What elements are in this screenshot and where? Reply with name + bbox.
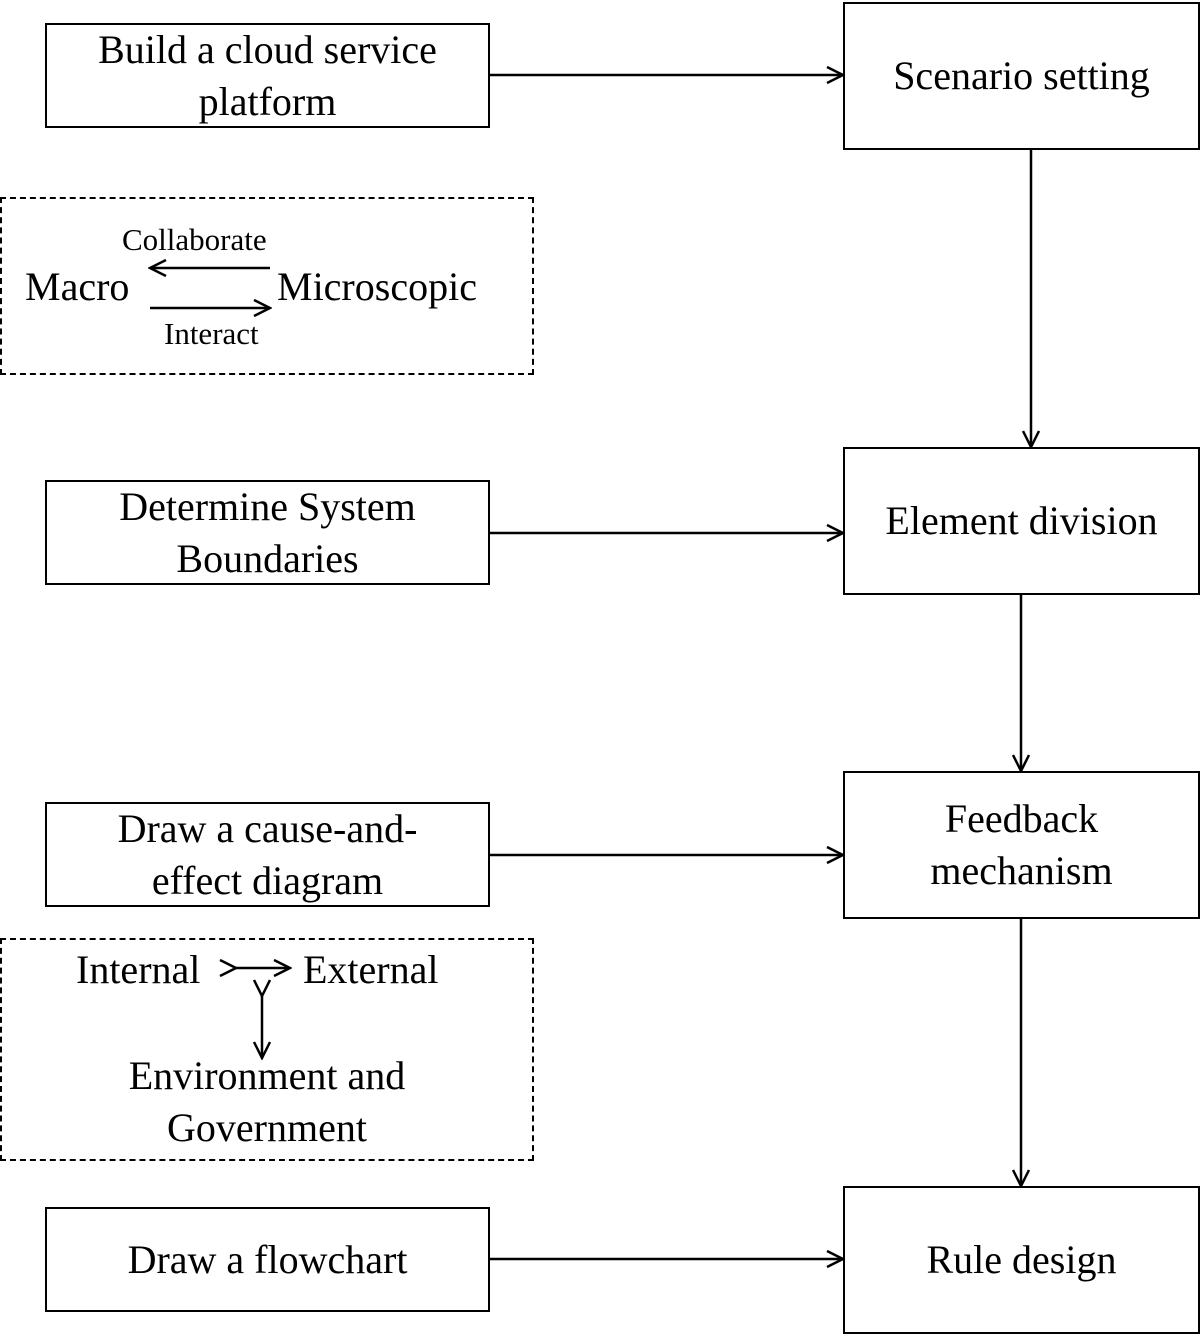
environment-label-line1: Environment and <box>128 1053 406 1098</box>
microscopic-label: Microscopic <box>277 264 477 309</box>
macro-label: Macro <box>25 264 130 309</box>
step-determine-boundaries-line2: Boundaries <box>176 535 359 581</box>
step-draw-flowchart: Draw a flowchart <box>45 1207 490 1312</box>
scale-note-box <box>0 197 534 375</box>
step-build-cloud-platform: Build a cloud service platform <box>45 23 490 128</box>
main-feedback-line2: mechanism <box>930 848 1113 893</box>
main-feedback-line1: Feedback <box>944 796 1099 841</box>
internal-label: Internal <box>76 947 201 992</box>
interact-label: Interact <box>164 316 259 351</box>
main-element-division-label: Element division <box>885 498 1158 543</box>
step-cause-effect-line2: effect diagram <box>151 857 384 903</box>
main-scenario-setting: Scenario setting <box>843 2 1200 150</box>
environment-label-line2: Government <box>167 1105 367 1150</box>
boundary-note-box <box>0 938 534 1161</box>
main-rule-design: Rule design <box>843 1186 1200 1334</box>
main-element-division: Element division <box>843 447 1200 595</box>
external-label: External <box>303 947 439 992</box>
step-cause-effect-diagram: Draw a cause-and- effect diagram <box>45 802 490 907</box>
step-draw-flowchart-label: Draw a flowchart <box>127 1236 408 1282</box>
step-cause-effect-line1: Draw a cause-and- <box>117 805 418 851</box>
main-rule-design-label: Rule design <box>926 1237 1117 1282</box>
main-scenario-setting-label: Scenario setting <box>893 53 1150 98</box>
step-determine-boundaries: Determine System Boundaries <box>45 480 490 585</box>
step-determine-boundaries-line1: Determine System <box>119 483 416 529</box>
step-build-cloud-platform-line2: platform <box>198 78 337 124</box>
main-feedback-mechanism: Feedback mechanism <box>843 771 1200 919</box>
step-build-cloud-platform-line1: Build a cloud service <box>98 26 437 72</box>
collaborate-label: Collaborate <box>122 222 267 257</box>
